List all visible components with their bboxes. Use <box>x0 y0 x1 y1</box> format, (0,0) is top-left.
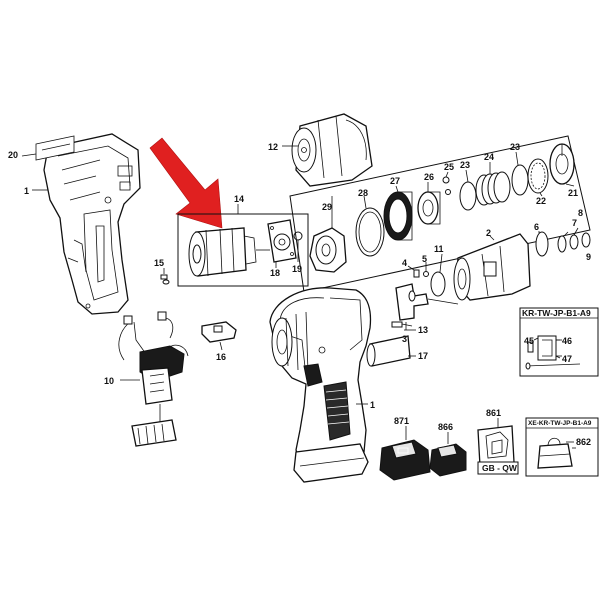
label-4: 4 <box>402 258 407 268</box>
part-26-planet-carrier <box>417 191 441 225</box>
part-4-pin <box>413 269 420 278</box>
part-25-ball <box>442 176 450 184</box>
label-27: 27 <box>390 176 400 186</box>
part-22-bearing <box>527 158 549 194</box>
kit-box-1 <box>519 307 599 377</box>
label-5: 5 <box>422 254 427 264</box>
label-10: 10 <box>104 376 114 386</box>
label-18: 18 <box>270 268 280 278</box>
label-22: 22 <box>536 196 546 206</box>
gear-assembly-frame <box>289 135 591 293</box>
trigger-switch <box>118 311 189 447</box>
charger-861 <box>477 418 519 475</box>
part-23-ring-a <box>459 181 477 211</box>
part-5-ball <box>423 271 429 277</box>
part-9-ring <box>581 232 591 248</box>
label-13: 13 <box>418 325 428 335</box>
battery-871 <box>379 426 431 481</box>
part-28-ring <box>355 207 385 257</box>
label-28: 28 <box>358 188 368 198</box>
part-16-switch-bracket <box>201 321 237 351</box>
label-29: 29 <box>322 202 332 212</box>
kit-box-2 <box>525 417 599 477</box>
part-29-gear-carrier <box>309 227 347 273</box>
tool-body-housing <box>269 287 372 483</box>
kit-box-1-title: KR-TW-JP-B1-A9 <box>522 308 591 318</box>
label-871: 871 <box>394 416 409 426</box>
label-19: 19 <box>292 264 302 274</box>
part-24-spring <box>475 171 511 206</box>
part-17-label-plate <box>366 335 411 367</box>
part-11-washer <box>430 271 446 297</box>
label-17: 17 <box>418 351 428 361</box>
part-13-screw <box>391 321 413 328</box>
label-3: 3 <box>402 334 407 344</box>
kit-box-2-title: XE-KR-TW-JP-B1-A9 <box>528 420 592 427</box>
label-23b: 23 <box>510 142 520 152</box>
leader-lines <box>282 144 579 443</box>
label-866: 866 <box>438 422 453 432</box>
label-12: 12 <box>268 142 278 152</box>
part-15-screw <box>160 268 170 285</box>
part-8-ring <box>569 234 579 250</box>
part-3-anvil <box>395 283 459 321</box>
label-7: 7 <box>572 218 577 228</box>
label-26: 26 <box>424 172 434 182</box>
label-2: 2 <box>486 228 491 238</box>
label-45: 45 <box>524 336 534 346</box>
label-8: 8 <box>578 208 583 218</box>
label-862: 862 <box>576 437 591 447</box>
label-11: 11 <box>434 244 444 254</box>
part-27-ring-gear <box>383 191 413 241</box>
label-23a: 23 <box>460 160 470 170</box>
label-1-left: 1 <box>24 186 29 196</box>
label-6: 6 <box>534 222 539 232</box>
label-16: 16 <box>216 352 226 362</box>
label-14: 14 <box>234 194 244 204</box>
label-25: 25 <box>444 162 454 172</box>
part-2-front-housing <box>453 233 531 301</box>
label-24: 24 <box>484 152 494 162</box>
housing-left-half <box>35 133 141 315</box>
part-labels: 20 1 14 15 18 19 10 16 12 29 28 27 26 25… <box>8 142 592 473</box>
label-9: 9 <box>586 252 591 262</box>
label-46: 46 <box>562 336 572 346</box>
battery-866 <box>429 432 467 477</box>
part-6-ring <box>535 231 549 257</box>
charger-plate-text: GB - QW <box>482 463 518 473</box>
highlight-arrow <box>149 137 223 229</box>
gear-housing-12 <box>291 113 373 187</box>
part-7-ring <box>557 235 567 253</box>
motor-assembly-box <box>177 204 309 287</box>
label-21: 21 <box>568 188 578 198</box>
label-20: 20 <box>8 150 18 160</box>
label-15: 15 <box>154 258 164 268</box>
label-1-right: 1 <box>370 400 375 410</box>
part-23-ring-b <box>511 164 529 196</box>
label-47: 47 <box>562 354 572 364</box>
label-861: 861 <box>486 408 501 418</box>
